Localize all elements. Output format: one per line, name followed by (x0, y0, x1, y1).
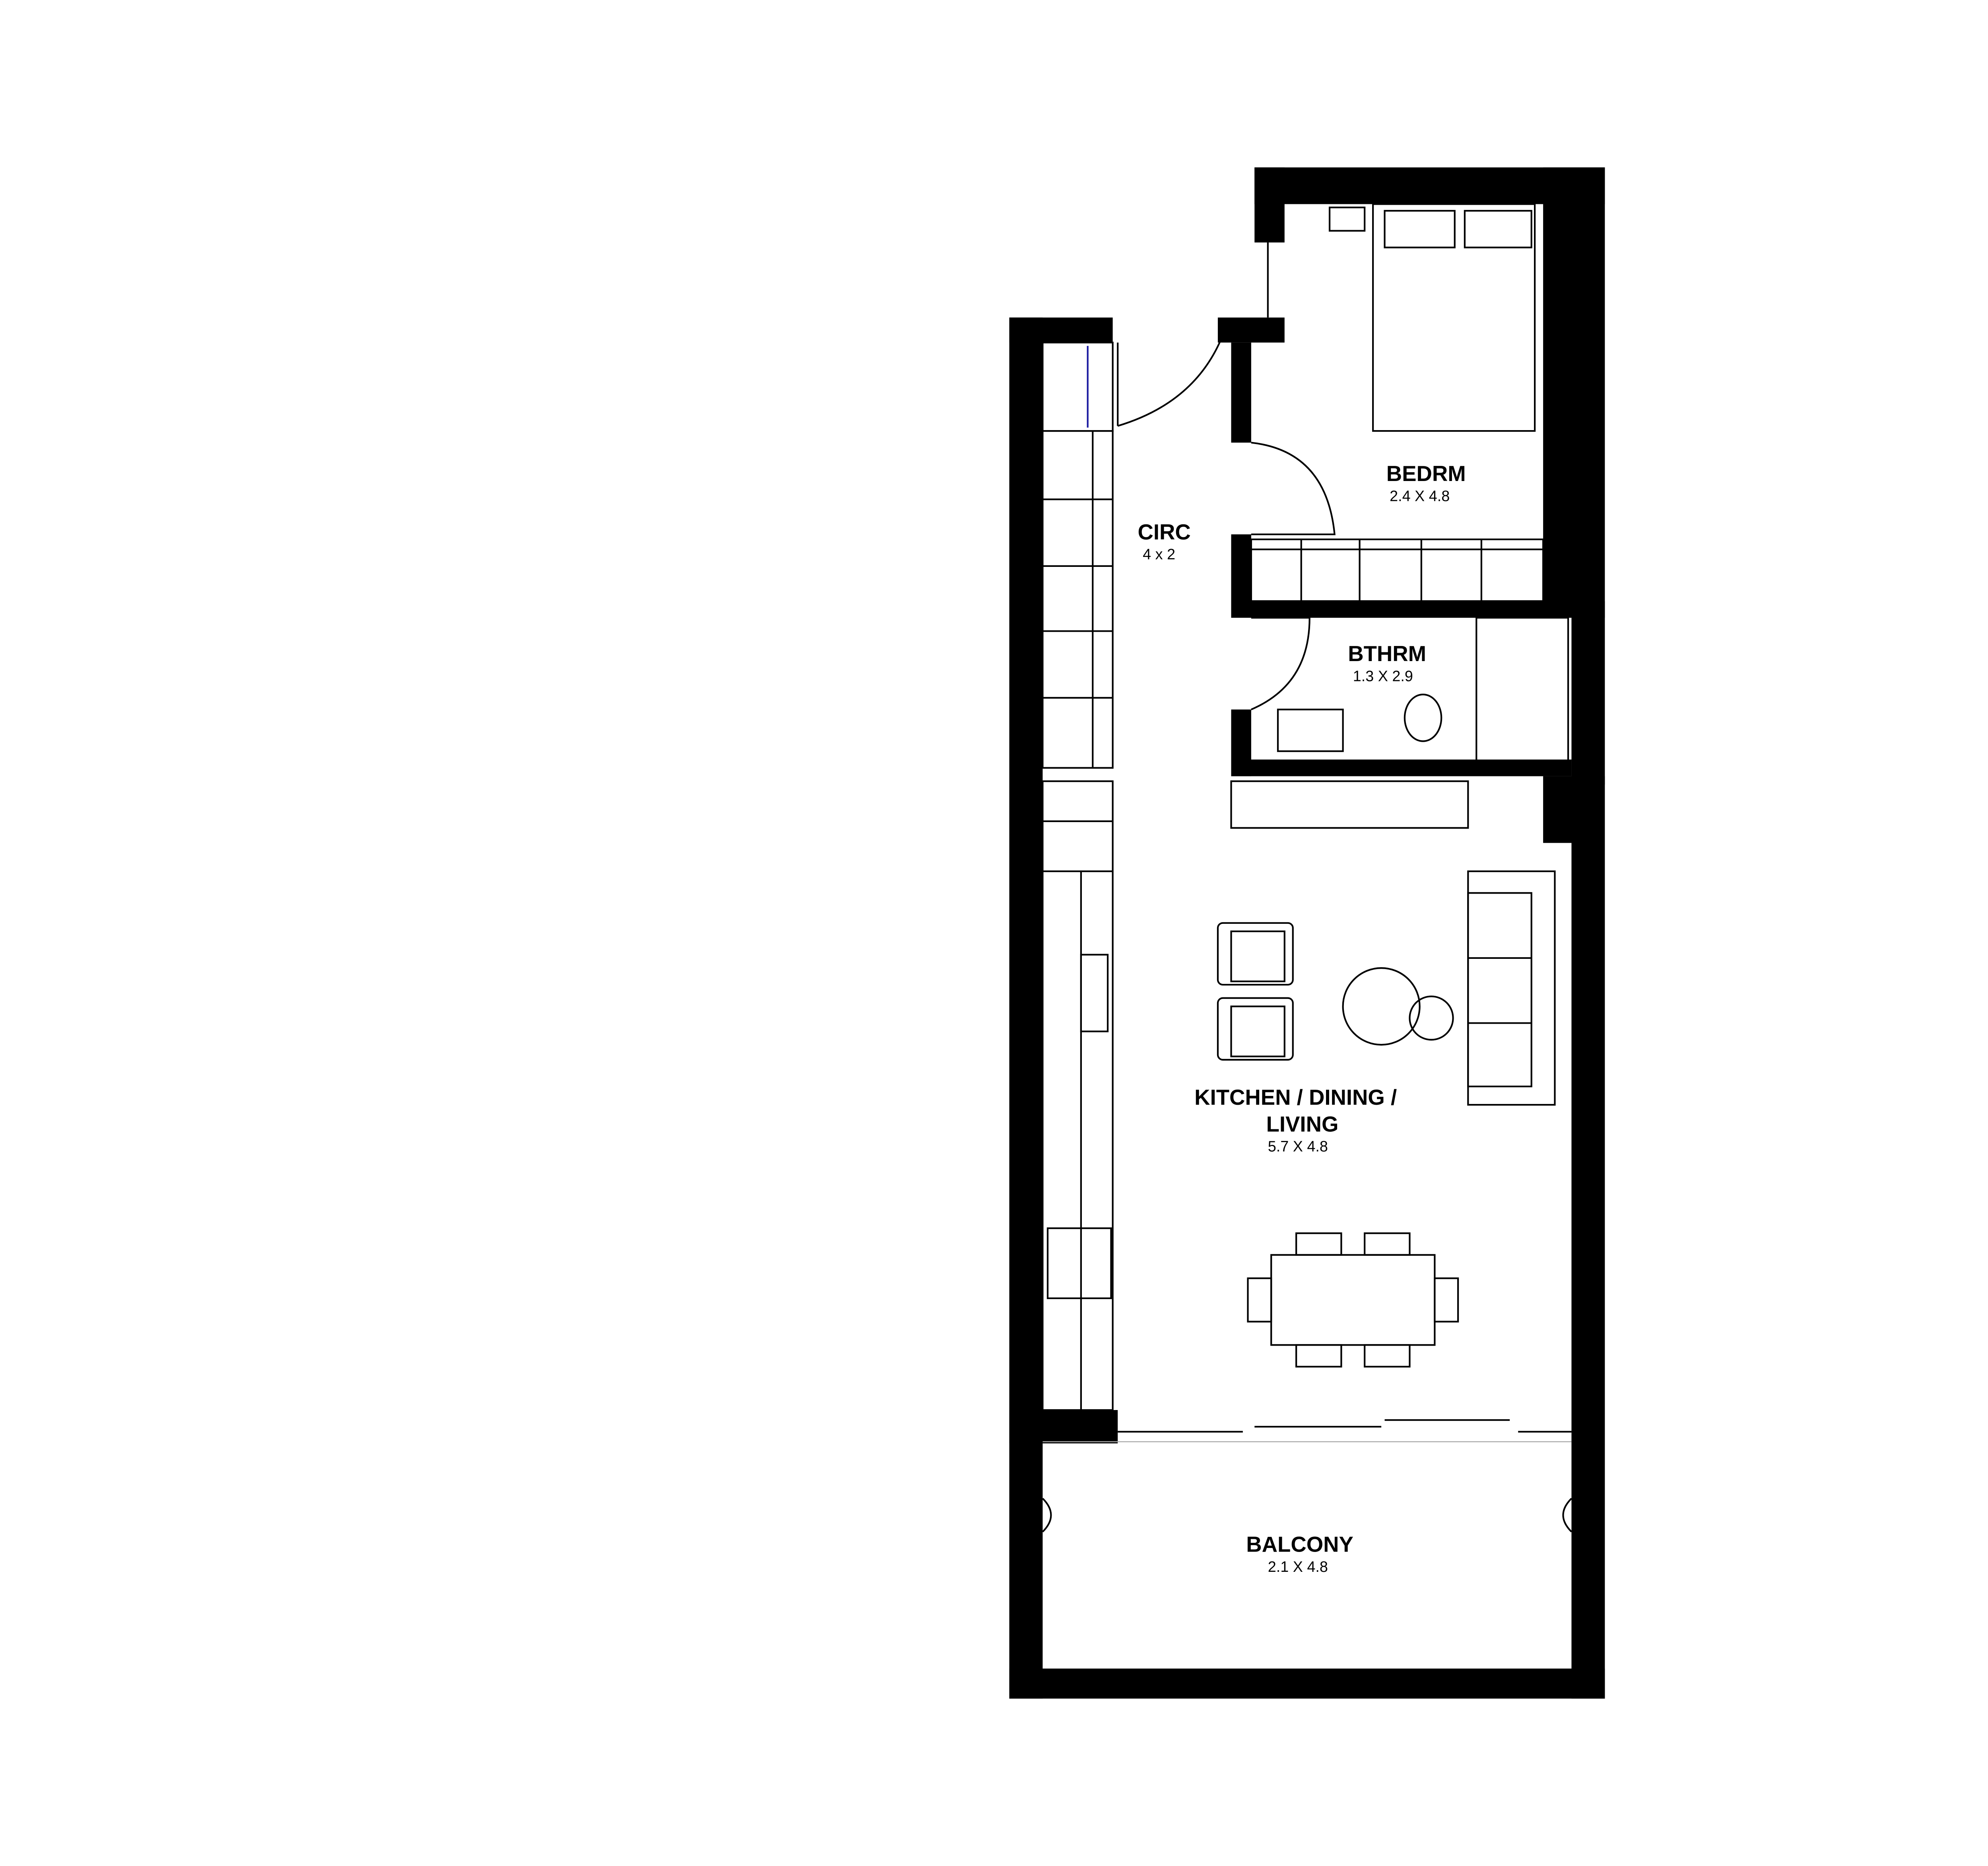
bench (1230, 780, 1469, 829)
wall-right-lower (1571, 776, 1605, 1699)
shower (1475, 617, 1569, 769)
wall-left (1009, 317, 1043, 1699)
living-label-line2: LIVING (1266, 1112, 1339, 1136)
bedroom-door-swing (1251, 442, 1336, 535)
cooktop (1046, 1227, 1112, 1299)
bedroom-wardrobe (1250, 538, 1544, 602)
balcony-label: BALCONY (1246, 1532, 1353, 1557)
side-table (1409, 995, 1454, 1041)
sliding-door (1043, 1419, 1572, 1442)
living-size: 5.7 X 4.8 (1268, 1139, 1328, 1155)
entry-door-swing (1117, 326, 1227, 427)
bathroom-size: 1.3 X 2.9 (1353, 668, 1413, 685)
nightstand (1328, 206, 1366, 232)
bed (1372, 203, 1536, 432)
wall-circ-top (1009, 317, 1113, 343)
dining-set (1247, 1232, 1459, 1368)
room-labels: BEDRM 2.4 X 4.8 CIRC 4 x 2 BTHRM 1.3 X 2… (1138, 462, 1466, 1575)
circ-size: 4 x 2 (1143, 546, 1175, 563)
armchairs (1217, 922, 1294, 1061)
wall-bed-circ-2 (1231, 534, 1251, 610)
kitchen-counter (1042, 780, 1114, 1411)
living-label-line1: KITCHEN / DINING / (1194, 1085, 1397, 1110)
walls (1009, 167, 1605, 1699)
bathroom-label: BTHRM (1348, 642, 1426, 666)
balcony-window-left (1042, 1497, 1052, 1532)
circ-label: CIRC (1138, 520, 1191, 544)
wall-right-upper (1543, 167, 1605, 618)
wall-balcony-divider (1009, 1410, 1118, 1443)
bedroom-size: 2.4 X 4.8 (1390, 488, 1450, 504)
sofa (1467, 870, 1556, 1106)
wall-bottom (1009, 1668, 1605, 1699)
wall-bed-bath (1231, 601, 1572, 618)
wall-bedroom-corner (1217, 317, 1285, 343)
doors (1042, 242, 1572, 1532)
wall-bedroom-left-stub (1254, 167, 1285, 242)
toilet (1404, 693, 1442, 742)
wall-bed-circ-1 (1231, 342, 1251, 443)
bedroom-label: BEDRM (1386, 462, 1466, 486)
kitchen-sink (1080, 954, 1109, 1032)
balcony-size: 2.1 X 4.8 (1268, 1559, 1328, 1575)
balcony-window-right (1562, 1497, 1572, 1532)
circ-wardrobe (1042, 341, 1114, 769)
pillow-right (1464, 210, 1532, 248)
bathroom-door-swing (1251, 617, 1310, 710)
wall-right-mid (1571, 601, 1605, 785)
coffee-table (1342, 967, 1421, 1046)
wall-bedroom-top (1254, 167, 1605, 204)
pillow-left (1384, 210, 1456, 248)
dining-table (1270, 1254, 1436, 1346)
furniture (1042, 203, 1569, 1411)
bathroom-vanity (1277, 708, 1344, 752)
wall-column (1543, 776, 1593, 843)
